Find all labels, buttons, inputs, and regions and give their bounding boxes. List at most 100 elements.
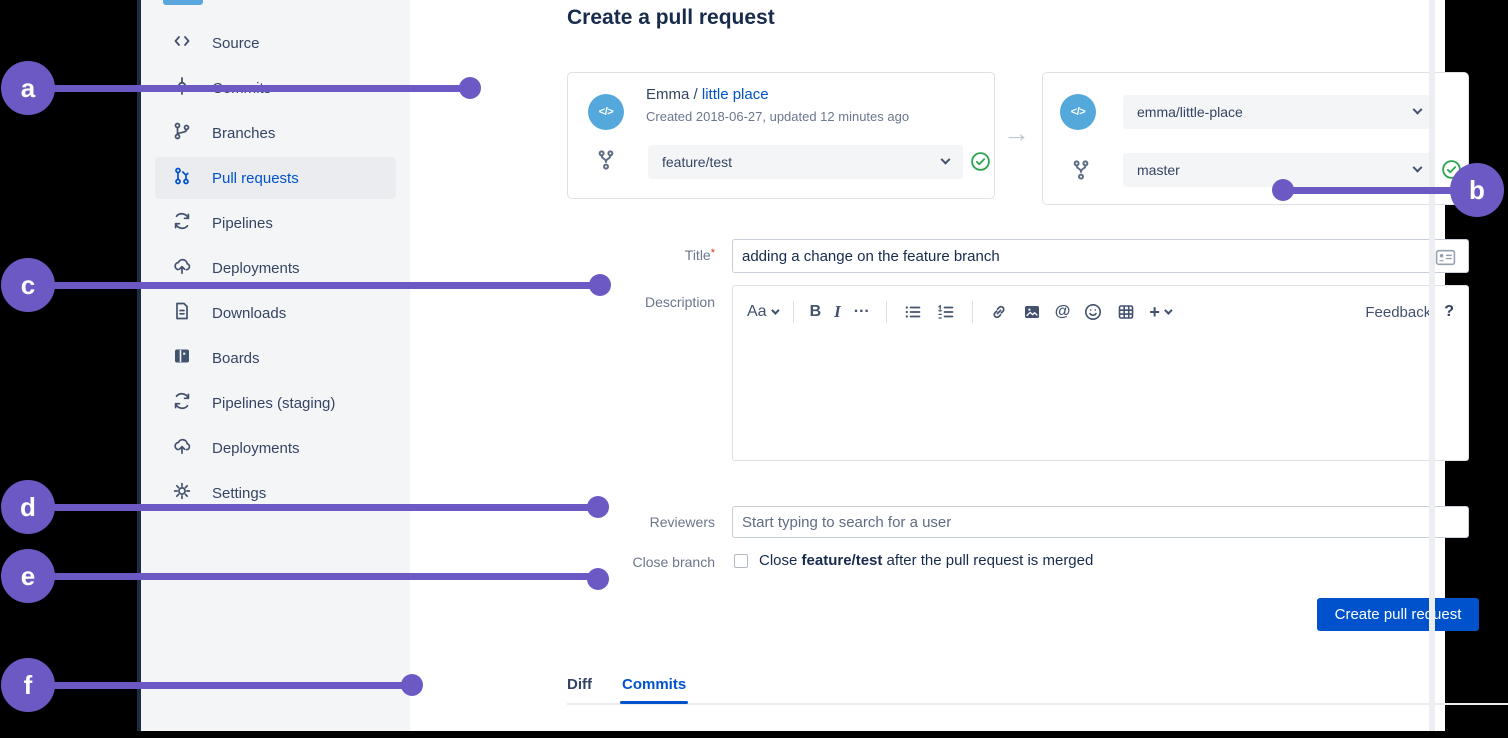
sidebar-item-label: Pull requests — [212, 169, 299, 187]
chevron-down-icon — [1412, 162, 1423, 173]
toolbar-divider — [792, 301, 794, 323]
destination-branch-value: master — [1137, 162, 1180, 178]
annotation-marker-c: c — [1, 258, 55, 312]
table-icon[interactable] — [1116, 302, 1136, 322]
scrollbar-track[interactable] — [1429, 0, 1435, 731]
close-branch-checkbox[interactable] — [734, 554, 748, 568]
description-field-label: Description — [644, 294, 715, 310]
annotation-dot-b — [1272, 179, 1294, 201]
sidebar-item-label: Settings — [212, 484, 267, 502]
sidebar-item-downloads[interactable]: Downloads — [155, 292, 396, 334]
emoji-icon[interactable] — [1083, 302, 1103, 322]
deployments-icon — [172, 436, 192, 461]
chevron-down-icon — [1164, 306, 1173, 315]
sidebar-item-deployments-2[interactable]: Deployments — [155, 427, 396, 469]
sidebar-item-branches[interactable]: Branches — [155, 112, 396, 154]
help-icon[interactable]: ? — [1444, 303, 1454, 320]
reviewers-field-label: Reviewers — [649, 514, 715, 530]
boards-icon — [172, 346, 192, 371]
sidebar-item-label: Downloads — [212, 304, 287, 322]
pipelines-icon — [172, 211, 192, 236]
sidebar-item-settings[interactable]: Settings — [155, 472, 396, 514]
tab-commits[interactable]: Commits — [622, 676, 687, 693]
annotation-dot-a — [459, 77, 481, 99]
annotation-line-f — [50, 682, 412, 689]
breadcrumb-separator: / — [689, 86, 702, 103]
description-editor[interactable]: Aa B I ··· @ + Feedback ? — [732, 285, 1469, 461]
branch-fork-icon — [595, 149, 617, 176]
sidebar-item-label: Boards — [212, 349, 260, 367]
destination-repo-value: emma/little-place — [1137, 104, 1243, 120]
source-branch-select[interactable]: feature/test — [648, 145, 963, 179]
close-branch-label: Close branch — [632, 554, 716, 570]
sidebar-item-pipelines-staging[interactable]: Pipelines (staging) — [155, 382, 396, 424]
branch-icon — [172, 121, 192, 146]
sidebar-item-pull-requests[interactable]: Pull requests — [155, 157, 396, 199]
annotation-marker-a: a — [1, 61, 55, 115]
code-avatar-icon: </> — [1070, 106, 1086, 118]
pipelines-icon — [172, 391, 192, 416]
sidebar-item-pipelines[interactable]: Pipelines — [155, 202, 396, 244]
annotation-line-c — [50, 282, 600, 289]
annotation-dot-f — [401, 674, 423, 696]
repo-avatar: </> — [1060, 94, 1096, 130]
annotation-line-a — [50, 85, 470, 92]
title-input[interactable] — [732, 239, 1469, 273]
code-icon — [172, 31, 192, 56]
annotation-marker-f: f — [1, 658, 55, 712]
reviewers-input[interactable] — [732, 506, 1469, 538]
sidebar-item-label: Source — [212, 34, 260, 52]
sidebar-item-boards[interactable]: Boards — [155, 337, 396, 379]
image-icon[interactable] — [1022, 302, 1042, 322]
feedback-link[interactable]: Feedback — [1365, 303, 1432, 321]
italic-button[interactable]: I — [834, 302, 841, 321]
annotation-dot-d — [587, 496, 609, 518]
global-nav-edge — [137, 0, 141, 731]
tab-diff[interactable]: Diff — [567, 676, 592, 693]
numbered-list-icon[interactable] — [936, 302, 956, 322]
title-template-icon[interactable] — [1435, 247, 1456, 273]
sidebar-item-label: Pipelines — [212, 214, 273, 232]
chevron-down-icon — [1412, 104, 1423, 115]
create-pull-request-button[interactable]: Create pull request — [1317, 598, 1479, 631]
mention-icon[interactable]: @ — [1054, 303, 1071, 320]
close-branch-name: feature/test — [801, 552, 883, 569]
toolbar-divider — [971, 301, 973, 323]
page-title: Create a pull request — [567, 6, 775, 29]
more-formatting-button[interactable]: ··· — [853, 303, 870, 320]
sidebar-item-source[interactable]: Source — [155, 22, 396, 64]
insert-more-button[interactable]: + — [1149, 302, 1173, 323]
annotation-marker-e: e — [1, 549, 55, 603]
toolbar-divider — [885, 301, 887, 323]
sidebar-item-label: Deployments — [212, 439, 300, 457]
destination-branch-card: </> emma/little-place master — [1042, 72, 1469, 205]
branch-valid-check-icon — [970, 151, 991, 172]
repo-name-link[interactable]: little place — [701, 86, 769, 103]
repo-owner: Emma — [646, 86, 690, 103]
branch-fork-icon — [1070, 159, 1092, 186]
link-icon[interactable] — [989, 302, 1009, 322]
text-style-button[interactable]: Aa — [747, 303, 780, 321]
bold-button[interactable]: B — [809, 303, 822, 320]
app-window: Source Commits Branches Pull requests Pi… — [137, 0, 1508, 731]
pull-request-icon — [172, 166, 192, 191]
destination-repo-select[interactable]: emma/little-place — [1123, 95, 1435, 129]
tabs-divider — [567, 703, 1508, 705]
sidebar-item-deployments[interactable]: Deployments — [155, 247, 396, 289]
downloads-icon — [172, 301, 192, 326]
annotation-line-b — [1283, 187, 1455, 194]
bullet-list-icon[interactable] — [903, 302, 923, 322]
chevron-down-icon — [770, 306, 780, 315]
annotation-marker-b: b — [1450, 163, 1504, 217]
source-repo-meta: Created 2018-06-27, updated 12 minutes a… — [646, 109, 910, 124]
gear-icon — [172, 481, 192, 506]
arrow-right-icon: → — [1003, 118, 1030, 148]
annotation-line-d — [50, 504, 598, 511]
sidebar-item-label: Deployments — [212, 259, 300, 277]
required-marker: * — [710, 247, 715, 259]
chevron-down-icon — [940, 154, 951, 165]
code-avatar-icon: </> — [598, 106, 614, 118]
repo-avatar: </> — [588, 94, 624, 130]
active-tab-indicator — [620, 701, 688, 704]
deployments-icon — [172, 256, 192, 281]
